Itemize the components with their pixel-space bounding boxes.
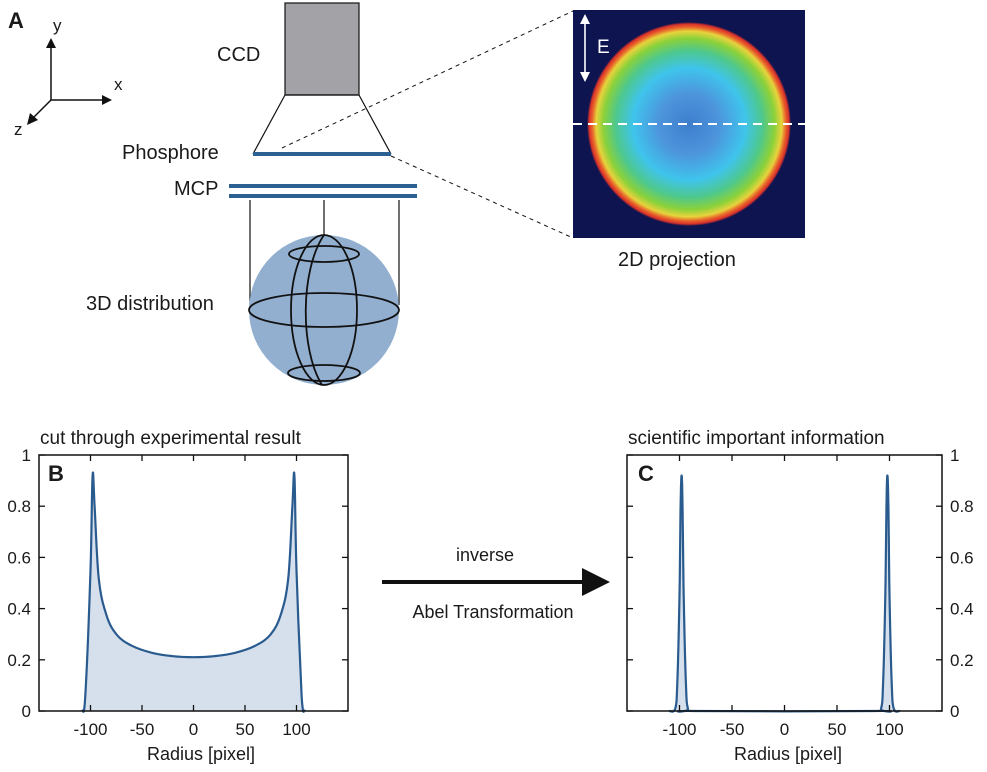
z-axis-arrowhead — [27, 113, 38, 125]
chart-b-area-fill — [82, 475, 305, 711]
projection-guide-lines — [281, 10, 574, 239]
transform-arrowhead — [582, 568, 610, 596]
mcp-plate-top — [229, 184, 417, 188]
chart-c-xtick-label: 50 — [828, 720, 847, 739]
y-axis-label: y — [53, 16, 62, 35]
chart-b-ytick-label: 0.2 — [7, 651, 31, 670]
projection-ring — [587, 22, 791, 226]
ccd-label: CCD — [217, 44, 260, 66]
chart-c-ytick-label: 0.8 — [950, 497, 974, 516]
panel-label-a: A — [8, 8, 24, 33]
energy-double-arrow — [580, 14, 590, 82]
phosphore-screen — [253, 152, 391, 156]
transform-label-bottom: Abel Transformation — [412, 602, 573, 622]
chart-b-xtick-label: 100 — [282, 720, 310, 739]
chart-b-ytick-label: 0.8 — [7, 497, 31, 516]
chart-c-ytick-label: 0.4 — [950, 600, 974, 619]
chart-b-ytick-label: 0 — [22, 702, 31, 721]
ccd-camera — [284, 2, 360, 96]
panel-label-c: C — [638, 461, 654, 486]
sphere-meridian-inner — [304, 234, 325, 386]
chart-b-ytick-label: 0.4 — [7, 600, 31, 619]
chart-b-xtick-label: 0 — [189, 720, 198, 739]
chart-c-ytick-label: 0 — [950, 702, 959, 721]
sphere-top-latitude — [288, 245, 360, 263]
chart-c-xlabel: Radius [pixel] — [734, 744, 842, 764]
projection-label: 2D projection — [618, 249, 736, 271]
chart-c-series-line — [668, 474, 901, 713]
chart-c: -100 -50 0 50 100 0 0.2 0.4 0.6 0.8 1 — [626, 446, 974, 739]
chart-b-ytick-label: 1 — [22, 446, 31, 465]
x-axis-label: x — [114, 75, 123, 94]
chart-b-xtick-label: -50 — [130, 720, 155, 739]
z-axis-label: z — [14, 120, 23, 139]
chart-b-xlabel: Radius [pixel] — [147, 744, 255, 764]
chart-c-ytick-label: 0.6 — [950, 548, 974, 567]
x-axis-arrowhead — [102, 95, 112, 105]
chart-b-title: cut through experimental result — [40, 428, 302, 449]
chart-c-plot-frame — [626, 454, 943, 712]
sphere-3d — [248, 234, 400, 386]
chart-b-ytick-label: 0.6 — [7, 548, 31, 567]
chart-b-xtick-label: -100 — [73, 720, 107, 739]
chart-c-xtick-label: -100 — [662, 720, 696, 739]
chart-b-xtick-label: 50 — [236, 720, 255, 739]
ccd-lens-cone — [252, 94, 392, 155]
chart-c-area-fill — [669, 475, 900, 711]
mcp-label: MCP — [174, 178, 218, 200]
chart-c-xtick-label: 0 — [780, 720, 789, 739]
chart-c-xtick-label: -50 — [720, 720, 745, 739]
panel-label-b: B — [48, 461, 64, 486]
sphere-equator — [248, 292, 400, 328]
transform-label-top: inverse — [456, 545, 514, 565]
chart-b: -100 -50 0 50 100 0 0.2 0.4 0.6 0.8 1 — [7, 446, 349, 739]
sphere-bottom-latitude — [287, 364, 361, 382]
phosphore-label: Phosphore — [122, 142, 219, 164]
chart-b-series-line — [81, 471, 306, 713]
chart-c-ytick-label: 0.2 — [950, 651, 974, 670]
chart-c-xtick-label: 100 — [875, 720, 903, 739]
chart-c-title: scientific important information — [628, 428, 885, 449]
sphere-body — [249, 235, 399, 385]
y-axis-arrowhead — [46, 38, 56, 48]
z-axis-arrow — [32, 99, 52, 119]
projection-image: E — [573, 10, 805, 238]
coordinate-axes — [27, 38, 112, 125]
chart-c-ytick-label: 1 — [950, 446, 959, 465]
distribution-label: 3D distribution — [86, 293, 214, 315]
mcp-plate-bottom — [229, 194, 417, 198]
energy-label: E — [597, 37, 610, 58]
